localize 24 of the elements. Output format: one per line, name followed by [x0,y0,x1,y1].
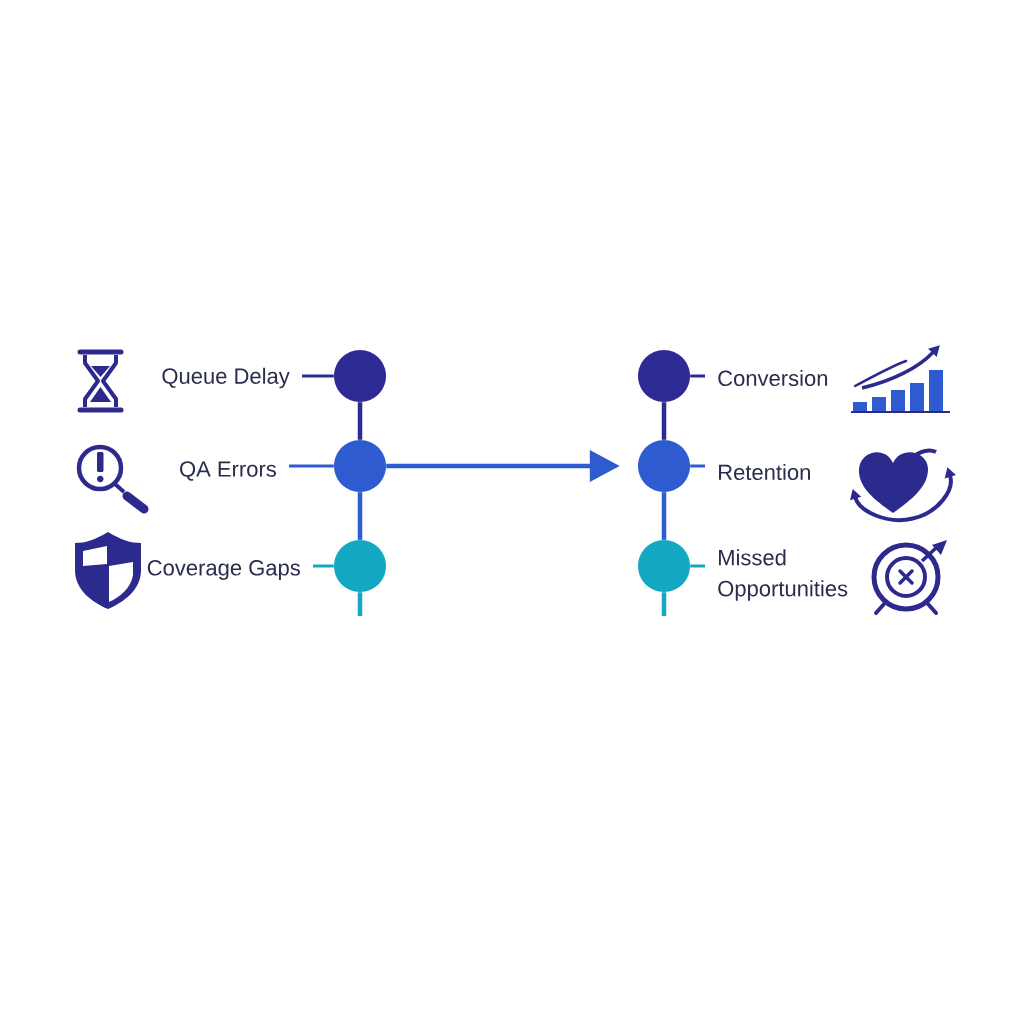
connector-line [661,402,667,440]
metric-label: Missed Opportunities [718,549,848,601]
connector-line [690,464,705,468]
metric-label: Conversion [718,369,828,387]
connector-line [357,402,363,440]
circle-node [334,440,386,492]
metric-label: Queue Delay [162,367,290,389]
circle-node [638,540,690,592]
connector-line [357,492,363,540]
connector-line [661,592,667,616]
connector-line [357,592,363,616]
metric-label: QA Errors [180,461,276,481]
circle-node [334,350,386,402]
metric-label: Retention [719,463,810,481]
connector-line [313,564,334,568]
metric-label: Coverage Gaps [147,560,300,580]
connector-line [690,374,705,378]
circle-node [638,440,690,492]
connector-line [302,374,334,378]
circle-node [334,540,386,592]
connector-line [289,464,334,468]
circle-node [638,350,690,402]
connector-line [690,564,705,568]
connector-line [661,492,667,540]
